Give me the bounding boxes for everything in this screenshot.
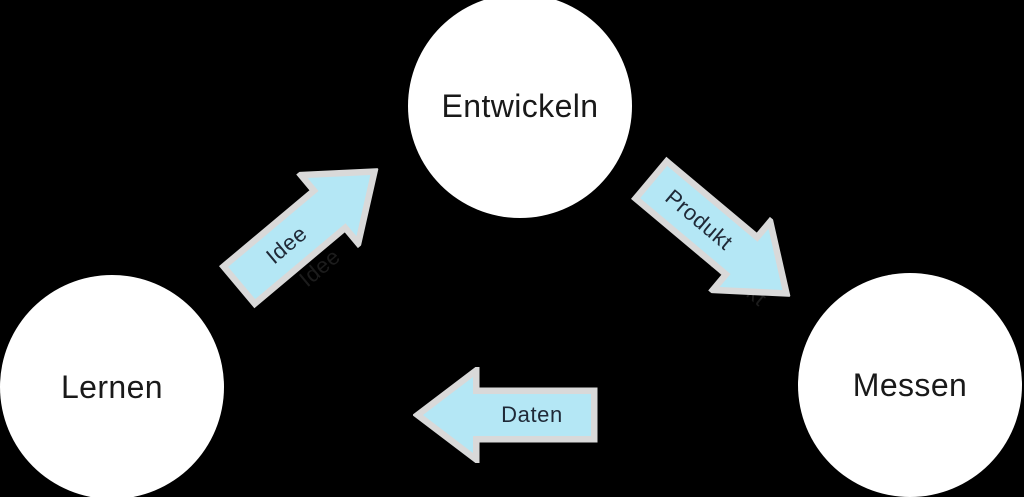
- node-entwickeln: Entwickeln: [408, 0, 632, 218]
- arrow-shape: [423, 377, 591, 453]
- node-entwickeln-label: Entwickeln: [441, 87, 599, 124]
- up-right-arrow-icon: [218, 168, 379, 309]
- daten-arrow-label: Daten: [501, 402, 563, 427]
- node-lernen: Lernen: [0, 275, 224, 497]
- daten-arrow: Daten: [413, 367, 601, 463]
- idee-arrow: Idee: [203, 132, 409, 326]
- node-messen: Messen: [798, 273, 1022, 497]
- arrow-shape: [228, 175, 371, 300]
- node-messen-label: Messen: [852, 366, 968, 403]
- node-lernen-label: Lernen: [60, 368, 164, 405]
- left-arrow-icon: [413, 367, 598, 463]
- arrow-shape: [640, 165, 783, 290]
- produkt-arrow: Produkt: [615, 139, 821, 333]
- down-right-arrow-icon: [630, 156, 791, 297]
